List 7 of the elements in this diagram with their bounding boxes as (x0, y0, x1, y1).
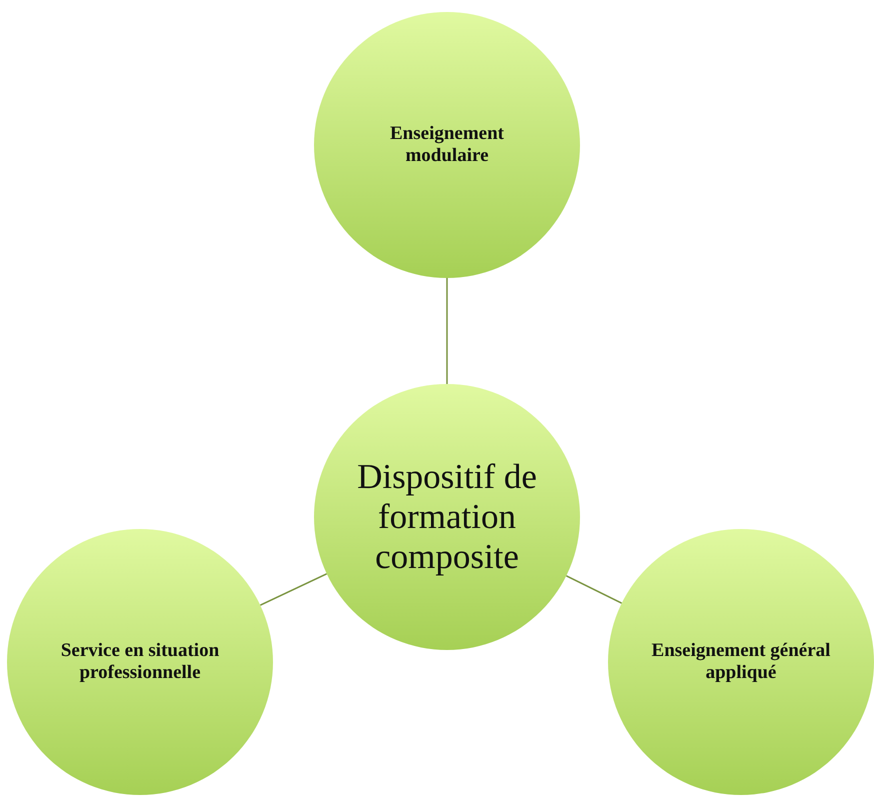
connector-line (260, 573, 328, 606)
node-text: Enseignement général appliqué (650, 640, 832, 684)
connector-line (566, 575, 622, 604)
node-text: Enseignement modulaire (389, 123, 505, 167)
connector-line (446, 278, 448, 384)
node-text: Dispositif de formation composite (356, 456, 538, 578)
node-text: Service en situation professionnelle (60, 640, 220, 684)
